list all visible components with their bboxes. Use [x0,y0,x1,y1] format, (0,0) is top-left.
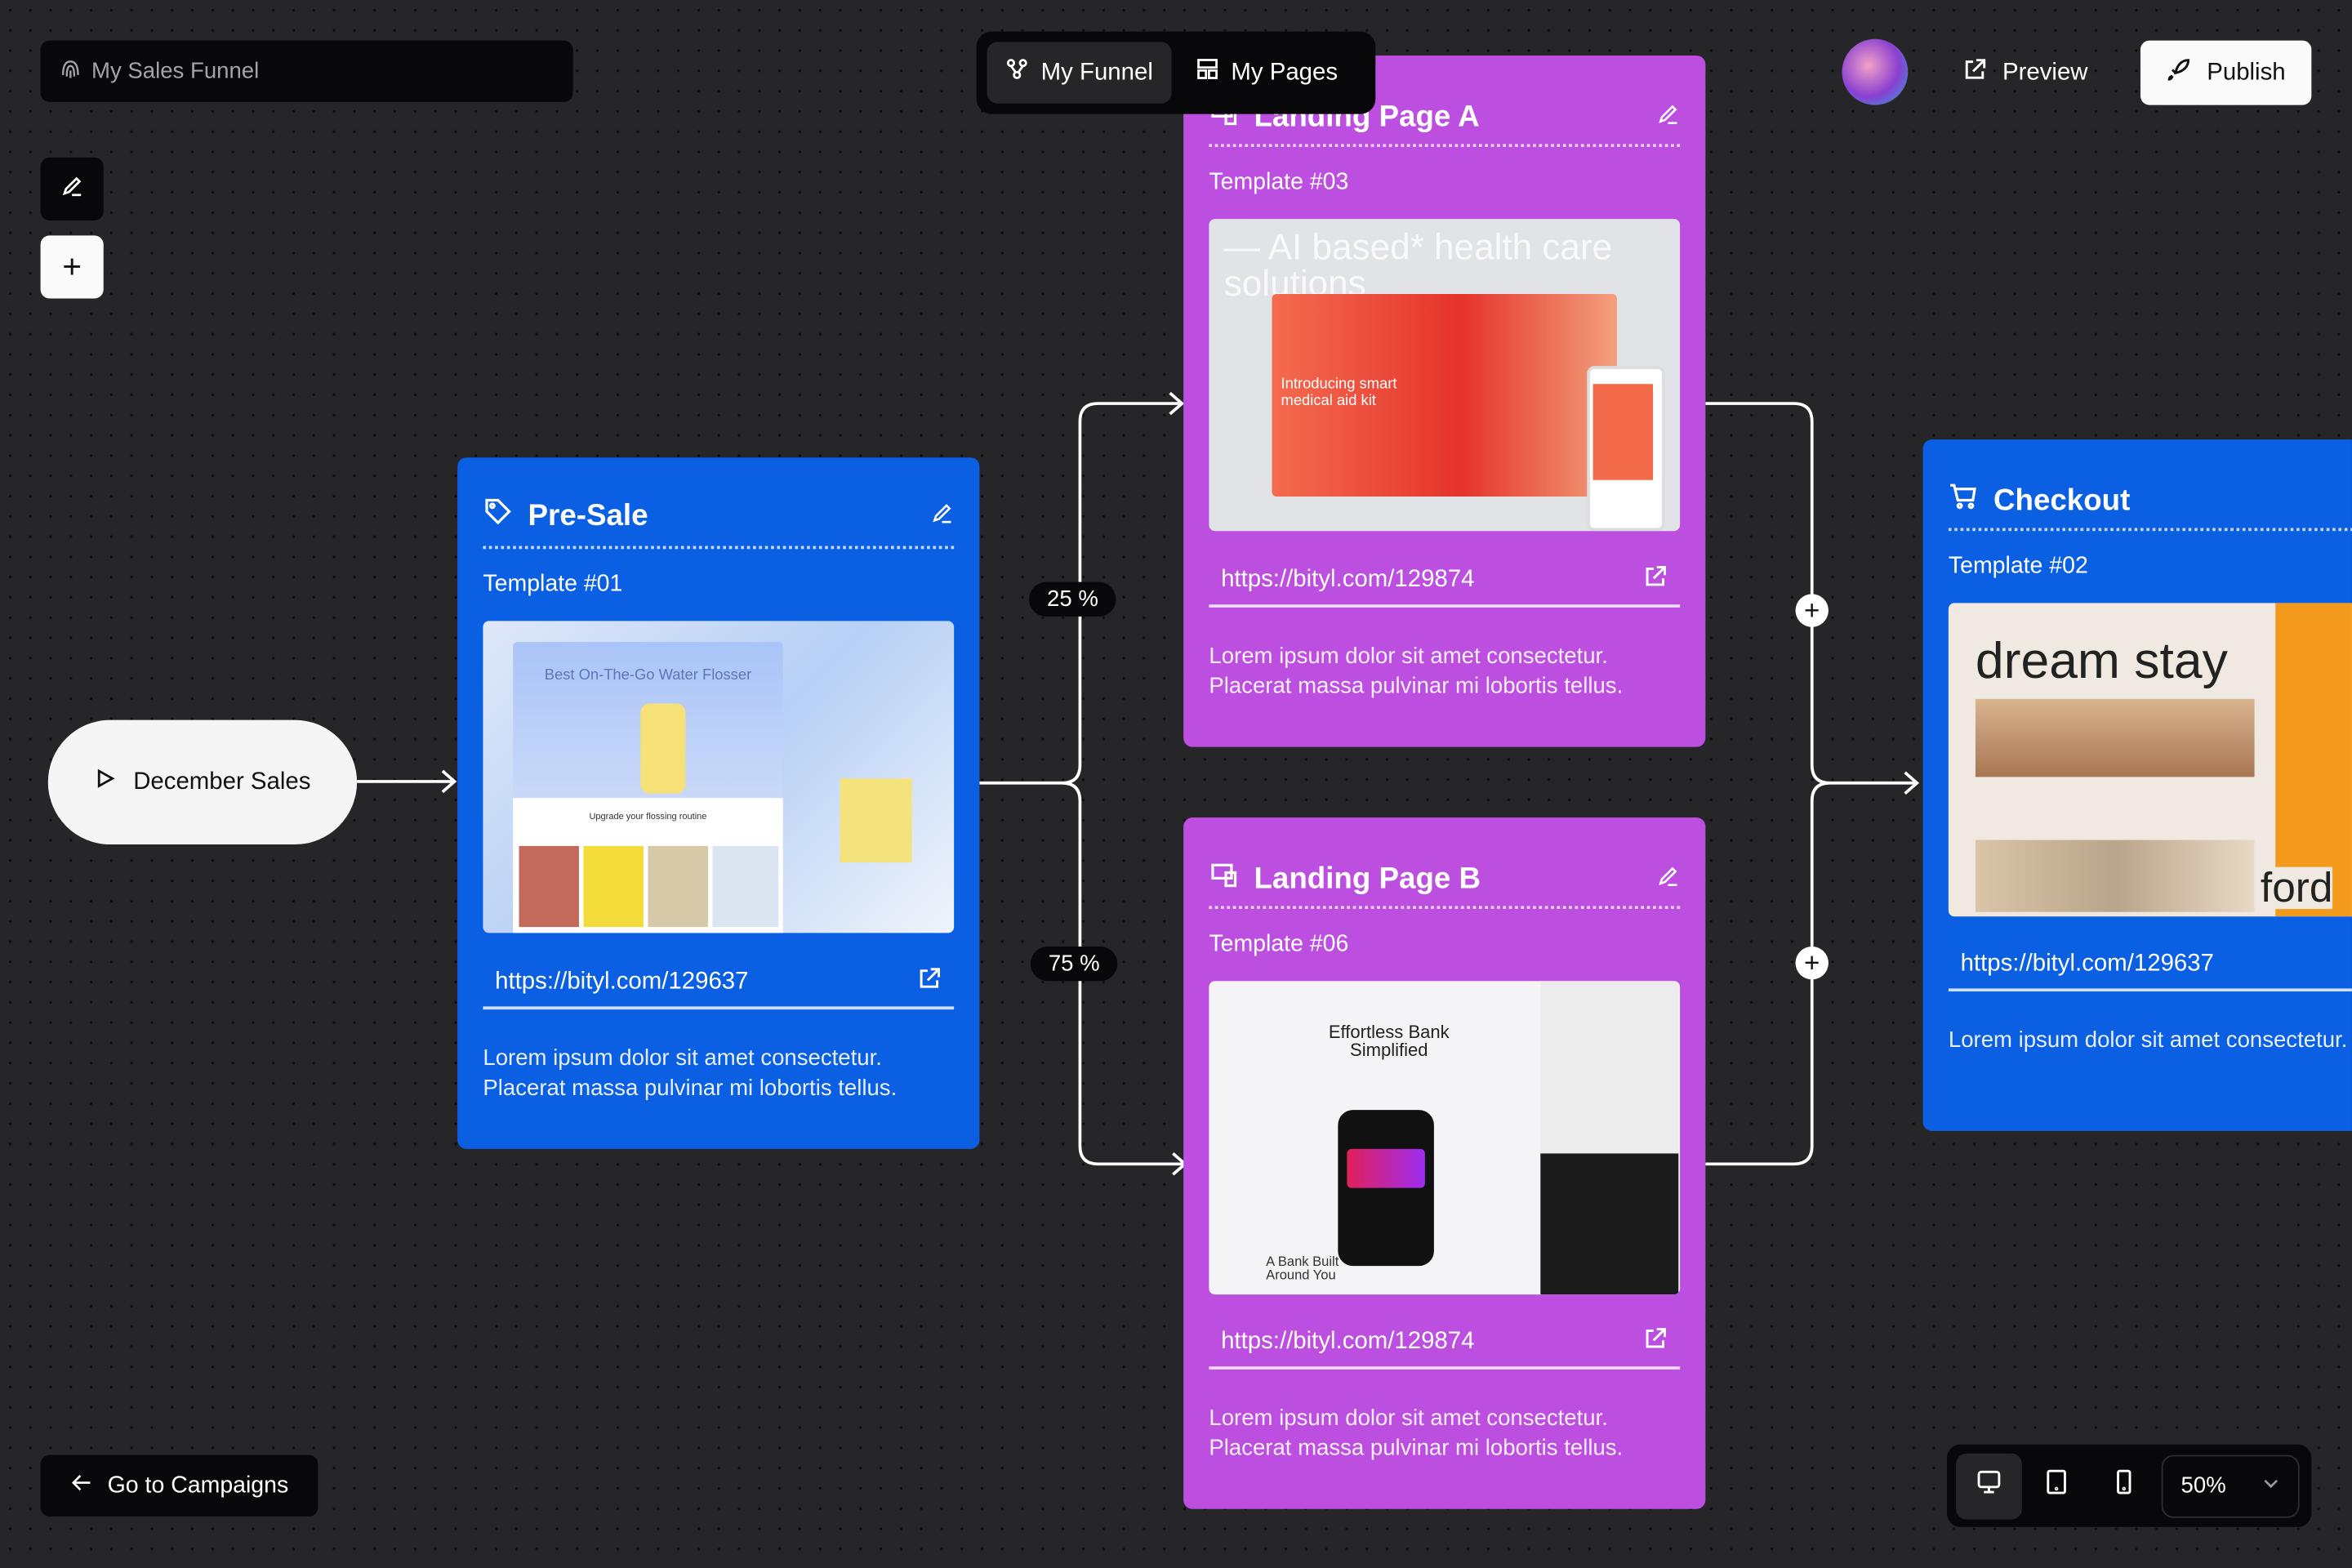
go-to-campaigns-button[interactable]: Go to Campaigns [40,1454,318,1517]
url-text: https://bityl.com/129637 [495,969,749,995]
devices-icon [1209,859,1239,898]
url-text: https://bityl.com/129874 [1221,1329,1475,1355]
connector-start [357,769,457,794]
template-thumbnail[interactable]: Best On-The-Go Water Flosser Upgrade you… [483,621,955,933]
monitor-icon [1976,1468,2002,1503]
fingerprint-icon [59,56,82,87]
tablet-icon [2043,1468,2070,1503]
page-url-link[interactable]: https://bityl.com/129637 [1948,941,2352,992]
view-tabs: My Funnel My Pages [976,31,1376,114]
card-description: Lorem ipsum dolor sit amet consectetur. … [483,1045,898,1102]
plus-icon: + [1804,947,1820,978]
split-badge-75[interactable]: 75 % [1030,946,1118,982]
split-badge-25[interactable]: 25 % [1028,581,1116,617]
rocket-icon [2167,56,2192,89]
arrow-left-icon [70,1471,93,1501]
thumb-subtext: A Bank Built Around You [1266,1254,1339,1283]
page-card-landing-b[interactable]: Landing Page B Template #06 Effortless B… [1183,817,1706,1509]
card-title: Checkout [1993,483,2131,517]
publish-button[interactable]: Publish [2140,40,2312,105]
template-label: Template #06 [1209,931,1349,957]
device-toolbar: 50% [1947,1444,2312,1527]
user-avatar[interactable] [1842,38,1909,105]
tablet-view-button[interactable] [2024,1453,2090,1519]
thumb-subtext: Upgrade your flossing routine [589,813,707,822]
thumb-subtext: Introducing smart medical aid kit [1281,376,1397,410]
template-thumbnail[interactable]: — AI based* health care solutions Introd… [1209,219,1681,532]
card-description: Lorem ipsum dolor sit amet consectetur. … [1209,643,1624,699]
thumb-headline: dream stay [1975,633,2228,690]
external-link-icon[interactable] [1642,564,1668,597]
add-step-button[interactable]: + [1795,594,1829,627]
thumb-headline: — AI based* health care solutions [1223,228,1613,305]
connector-split [979,391,1187,1176]
tag-icon [483,497,513,536]
card-description: Lorem ipsum dolor sit amet consectetur. … [1948,1027,2352,1054]
page-url-link[interactable]: https://bityl.com/129874 [1209,1318,1681,1370]
page-url-link[interactable]: https://bityl.com/129637 [483,959,955,1010]
template-thumbnail[interactable]: dream stay ford [1948,603,2352,917]
thumb-headline: Effortless Bank Simplified [1328,1021,1450,1061]
url-text: https://bityl.com/129637 [1960,951,2214,977]
thumb-subtext: ford [2260,863,2333,911]
preview-button[interactable]: Preview [1962,57,2088,90]
template-thumbnail[interactable]: Effortless Bank Simplified A Bank Built … [1209,981,1681,1295]
divider [483,546,955,550]
mobile-view-button[interactable] [2091,1453,2157,1519]
start-node-label: December Sales [133,768,311,795]
tab-label: My Pages [1231,59,1339,85]
chevron-down-icon [2262,1473,2280,1499]
back-label: Go to Campaigns [107,1472,289,1498]
pencil-icon [60,173,83,205]
funnel-name-field[interactable]: My Sales Funnel [40,40,573,102]
zoom-value: 50% [2180,1472,2226,1499]
divider [1209,144,1681,147]
desktop-view-button[interactable] [1956,1452,2022,1519]
external-link-icon[interactable] [916,966,942,999]
connector-merge [1705,402,1920,1166]
template-label: Template #01 [483,571,623,598]
template-label: Template #02 [1948,553,2088,579]
page-card-landing-a[interactable]: Landing Page A Template #03 — AI based* … [1183,55,1706,747]
tab-my-pages[interactable]: My Pages [1177,42,1356,103]
external-link-icon[interactable] [1642,1326,1668,1359]
page-url-link[interactable]: https://bityl.com/129874 [1209,556,1681,608]
flow-icon [1005,57,1029,89]
zoom-select[interactable]: 50% [2161,1454,2300,1517]
pencil-icon[interactable] [930,499,954,533]
tab-label: My Funnel [1040,59,1153,85]
external-link-icon [1962,57,1987,90]
add-step-button[interactable]: + [1795,946,1829,980]
tab-my-funnel[interactable]: My Funnel [987,42,1171,104]
divider [1209,906,1681,910]
card-description: Lorem ipsum dolor sit amet consectetur. … [1209,1405,1624,1461]
edit-tool-button[interactable] [40,157,104,220]
page-card-checkout[interactable]: Checkout Template #02 dream stay ford ht… [1922,439,2352,1131]
start-node[interactable]: December Sales [47,719,358,845]
pages-icon [1195,57,1218,89]
page-card-pre-sale[interactable]: Pre-Sale Template #01 Best On-The-Go Wat… [457,457,980,1149]
card-title: Pre-Sale [528,498,648,532]
publish-label: Publish [2207,59,2286,85]
plus-icon: + [1804,595,1820,625]
plus-icon: + [62,247,82,285]
url-text: https://bityl.com/129874 [1221,567,1475,593]
funnel-name: My Sales Funnel [91,58,260,84]
card-title: Landing Page B [1254,862,1481,895]
add-node-button[interactable]: + [40,235,104,299]
preview-label: Preview [2002,60,2088,86]
phone-icon [2110,1468,2137,1503]
play-icon [94,768,115,796]
template-label: Template #03 [1209,169,1349,195]
thumb-headline: Best On-The-Go Water Flosser [544,667,752,684]
cart-icon [1949,482,1979,521]
pencil-icon[interactable] [1656,862,1680,896]
pencil-icon[interactable] [1656,100,1680,134]
divider [1948,528,2352,532]
